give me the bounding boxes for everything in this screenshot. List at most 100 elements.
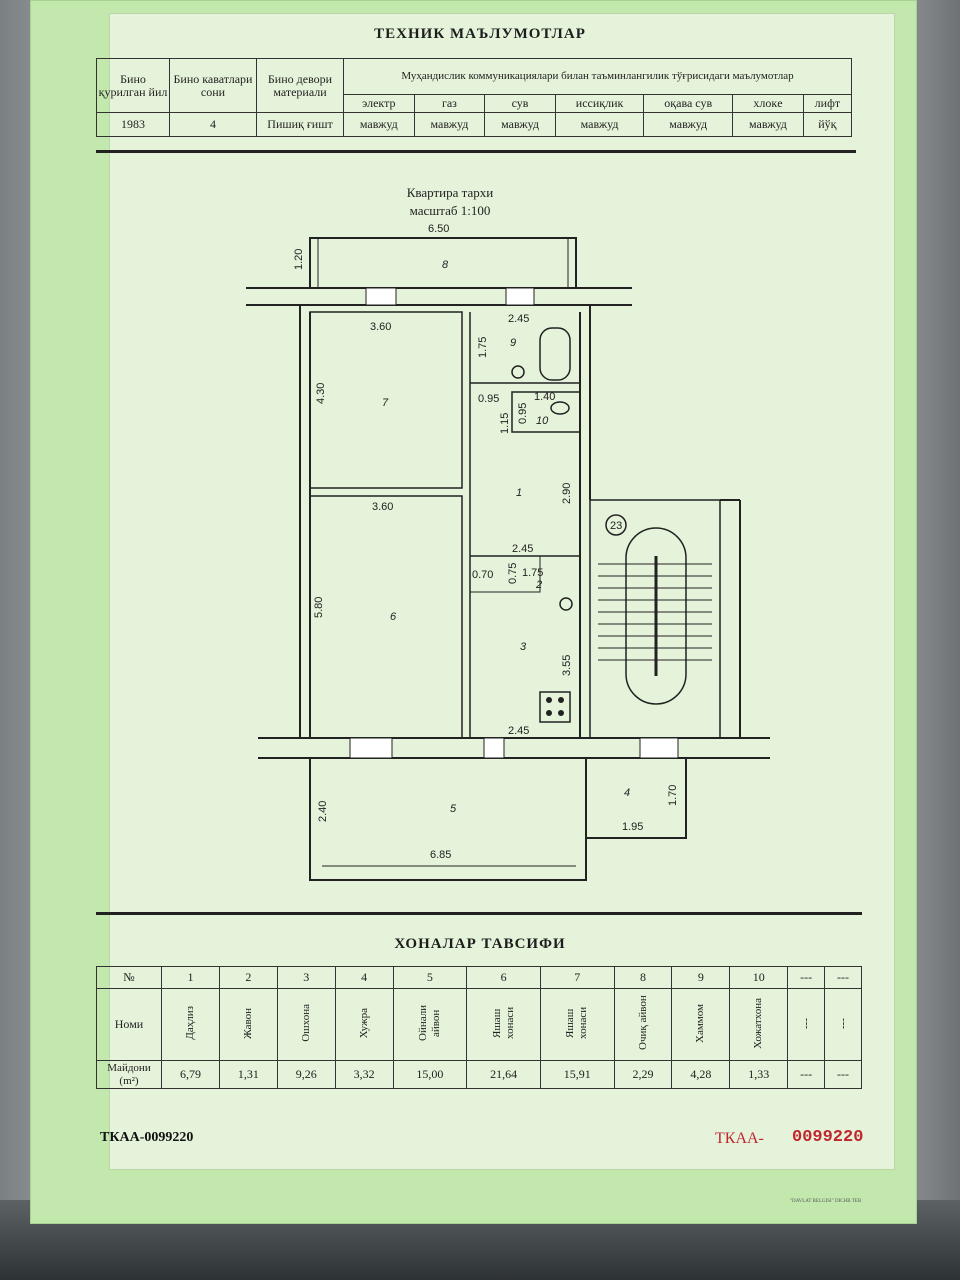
room-number: 5 xyxy=(450,803,457,815)
dim-label: 1.40 xyxy=(534,391,555,403)
col-utilities-header: Муҳандислик коммуникациялари билан таъми… xyxy=(343,58,852,95)
col-year-header: Бино қурилган йил xyxy=(96,58,170,113)
plan-scale: масштаб 1:100 xyxy=(409,203,491,218)
dim-label: 2.45 xyxy=(508,313,529,325)
dim-label: 0.75 xyxy=(507,563,519,584)
utility-value: мавжуд xyxy=(732,112,804,137)
room-area: 2,29 xyxy=(613,1060,673,1089)
room-area: 1,33 xyxy=(729,1060,789,1089)
dim-label: 1.15 xyxy=(499,413,511,434)
burner xyxy=(558,710,564,716)
dim-label: 1.95 xyxy=(622,821,643,833)
year-value: 1983 xyxy=(96,112,170,137)
dim-label: 1.20 xyxy=(293,249,305,270)
room-no: 3 xyxy=(276,966,336,989)
room-number: 10 xyxy=(536,415,549,427)
room-area: 3,32 xyxy=(334,1060,394,1089)
stair-well-opening xyxy=(625,527,687,705)
room-number: 1 xyxy=(516,487,522,499)
room-area: 15,00 xyxy=(392,1060,468,1089)
room-no: 5 xyxy=(392,966,468,989)
dim-label: 3.55 xyxy=(561,655,573,676)
technical-data-table: Бино қурилган йил Бино каватлари сони Би… xyxy=(96,58,853,137)
room-area: 1,31 xyxy=(218,1060,278,1089)
dim-label: 2.40 xyxy=(317,801,329,822)
room-no: 7 xyxy=(539,966,615,989)
utility-value: мавжуд xyxy=(484,112,556,137)
room-number: 2 xyxy=(535,579,542,591)
room-no: 4 xyxy=(334,966,394,989)
window xyxy=(349,737,393,759)
dim-label: 2.90 xyxy=(561,483,573,504)
rooms-table-title: ХОНАЛАР ТАВСИФИ xyxy=(394,936,566,952)
room-no: 8 xyxy=(613,966,673,989)
burner xyxy=(558,697,564,703)
separator-line xyxy=(96,912,862,915)
room-number: 9 xyxy=(510,337,516,349)
dim-label: 1.75 xyxy=(522,567,543,579)
room-name-cell: Очиқ айвон xyxy=(613,988,673,1061)
room-name-cell: Хаммом xyxy=(671,988,731,1061)
sink-icon xyxy=(511,365,525,379)
burner xyxy=(546,697,552,703)
room-no: 2 xyxy=(218,966,278,989)
dim-label: 2.45 xyxy=(508,725,529,737)
dim-label: 2.45 xyxy=(512,543,533,555)
dim-label: 0.70 xyxy=(472,569,493,581)
window xyxy=(505,287,535,306)
room-name-cell: Хужра xyxy=(334,988,394,1061)
stairwell-number: 23 xyxy=(610,520,622,532)
room-name: Даҳлиз xyxy=(183,1006,196,1040)
room-name: Очиқ айвон xyxy=(636,995,649,1051)
utility-value: мавжуд xyxy=(643,112,734,137)
room-no: --- xyxy=(824,966,862,989)
room-name: Жавон xyxy=(241,1007,254,1039)
dim-label: 6.85 xyxy=(430,849,451,861)
separator-line xyxy=(96,150,856,153)
dim-label: 3.60 xyxy=(372,501,393,513)
dim-label: 5.80 xyxy=(313,597,325,618)
room-name-cell: --- xyxy=(787,988,826,1061)
balcony-5-outline xyxy=(309,758,587,881)
dim-label: 6.50 xyxy=(428,223,449,235)
sink-icon xyxy=(559,597,573,611)
wall-value: Пишиқ ғишт xyxy=(256,112,344,137)
stair-steps xyxy=(598,563,712,661)
utility-value: мавжуд xyxy=(554,112,645,137)
dim-label: 1.70 xyxy=(667,785,679,806)
room-area: 6,79 xyxy=(161,1060,220,1089)
serial-number-left: ТКАА-0099220 xyxy=(100,1130,194,1145)
dim-label: 3.60 xyxy=(370,321,391,333)
technical-data-title: ТЕХНИК МАЪЛУМОТЛАР xyxy=(374,26,586,42)
col-floors-header: Бино каватлари сони xyxy=(169,58,257,113)
no-header: № xyxy=(96,966,162,989)
room-name: Хужра xyxy=(357,1007,370,1039)
balcony-4-outline xyxy=(586,758,687,839)
room-name: Ойнали айвон xyxy=(416,1004,442,1042)
room-name: Хаммом xyxy=(694,1003,707,1043)
room-number: 7 xyxy=(382,397,389,409)
name-header: Номи xyxy=(96,988,162,1061)
dim-label: 4.30 xyxy=(315,383,327,404)
room-area: 4,28 xyxy=(671,1060,731,1089)
room-7-outline xyxy=(309,311,463,489)
dim-label: 0.95 xyxy=(478,393,499,405)
room-area: --- xyxy=(824,1060,862,1089)
room-name: Хожатхона xyxy=(752,997,765,1049)
room-no: 6 xyxy=(466,966,541,989)
room-name: Ошхона xyxy=(299,1004,312,1042)
room-10-outline xyxy=(511,391,581,433)
window xyxy=(639,737,679,759)
utility-value: йўқ xyxy=(802,112,853,137)
stairwell-marker xyxy=(605,514,627,536)
room-6-outline xyxy=(309,495,463,739)
dim-label: 1.75 xyxy=(477,337,489,358)
room-no: 9 xyxy=(671,966,731,989)
room-name: Яшаш хонаси xyxy=(564,1006,590,1040)
room-area: 21,64 xyxy=(466,1060,541,1089)
serial-prefix-right: ТКАА- xyxy=(715,1130,764,1147)
room-2-outline xyxy=(469,555,541,593)
room-name-cell: Ошхона xyxy=(276,988,336,1061)
room-area: 9,26 xyxy=(276,1060,336,1089)
room-number: 8 xyxy=(442,259,449,271)
